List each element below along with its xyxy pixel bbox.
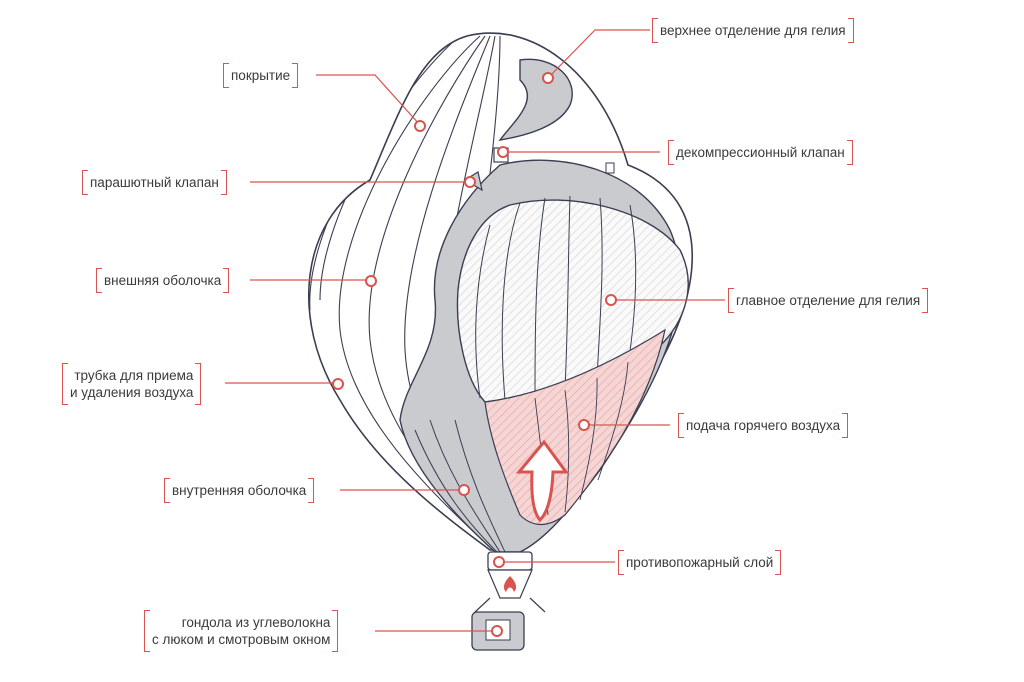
label-gondola-line2: с люком и смотровым окном — [152, 632, 331, 647]
label-gondola-line1: гондола из углеволокна — [181, 615, 331, 630]
label-hot-air-supply-text: подача горячего воздуха — [686, 418, 841, 433]
label-inner-shell: внутренняя оболочка — [164, 478, 315, 503]
label-decompression-valve-text: декомпрессионный клапан — [676, 145, 845, 160]
label-gondola: гондола из углеволокна с люком и смотров… — [144, 610, 339, 652]
flame-icon — [503, 576, 517, 592]
leader-lines — [225, 29, 725, 632]
label-upper-helium-text: верхнее отделение для гелия — [660, 23, 846, 38]
label-hot-air-supply: подача горячего воздуха — [678, 413, 849, 438]
upper-helium-shape — [498, 58, 573, 141]
label-fire-layer-text: противопожарный слой — [626, 555, 774, 570]
up-arrow-icon — [515, 439, 569, 523]
marker-dots — [332, 72, 617, 637]
label-parachute-valve: парашютный клапан — [82, 170, 227, 195]
label-outer-shell-text: внешняя оболочка — [104, 273, 222, 288]
label-fire-layer: противопожарный слой — [618, 550, 782, 575]
label-inner-shell-text: внутренняя оболочка — [172, 483, 307, 498]
label-main-helium: главное отделение для гелия — [728, 288, 929, 313]
inner-gores — [414, 419, 506, 553]
main-helium-gores — [475, 195, 637, 401]
label-air-tube: трубка для приема и удаления воздуха — [62, 363, 202, 405]
label-air-tube-line1: трубка для приема — [74, 368, 194, 383]
label-parachute-valve-text: парашютный клапан — [90, 175, 219, 190]
label-air-tube-line2: и удаления воздуха — [70, 385, 194, 400]
label-cover: покрытие — [223, 63, 299, 88]
label-cover-text: покрытие — [231, 68, 291, 83]
label-upper-helium: верхнее отделение для гелия — [652, 18, 854, 43]
label-main-helium-text: главное отделение для гелия — [736, 293, 921, 308]
label-outer-shell: внешняя оболочка — [96, 268, 230, 293]
label-decompression-valve: декомпрессионный клапан — [668, 140, 853, 165]
